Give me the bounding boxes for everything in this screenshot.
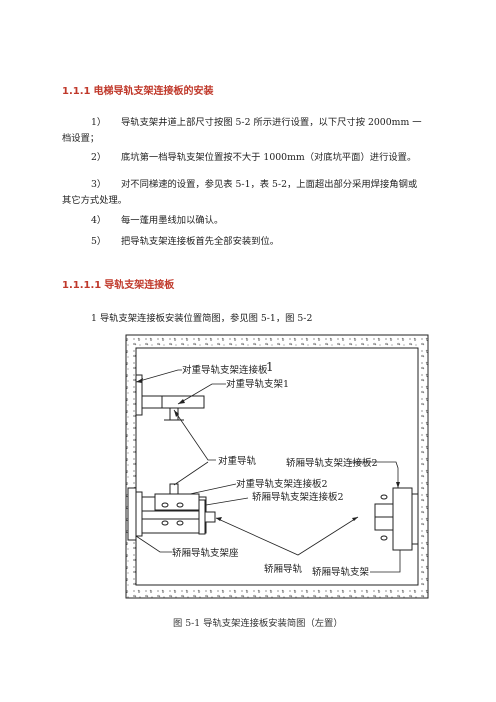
list-number: 3）: [91, 179, 107, 190]
label-car-rail: 轿厢导轨: [264, 563, 303, 575]
label-counterweight-bracket-1: 对重导轨支架1: [226, 378, 289, 390]
list-text: 档设置；: [62, 133, 100, 144]
list-item: 5） 把导轨支架连接板首先全部安装到位。: [91, 234, 279, 249]
list-number: 2）: [91, 152, 107, 163]
leader-arrows: [136, 378, 400, 521]
label-car-plate-2-right: 轿厢导轨支架连接板2: [286, 457, 378, 469]
list-item: 3） 对不同梯速的设置，参见表 5-1，表 5-2，上面超出部分采用焊接角钢或: [91, 177, 417, 192]
car-rail-bracket-left: [127, 483, 216, 541]
list-number: 1）: [91, 117, 107, 128]
list-text: 每一蓬用墨线加以确认。: [121, 215, 224, 226]
list-text: 导轨支架井道上部尺寸按图 5-2 所示进行设置，以下尺寸按 2000mm 一: [121, 117, 422, 128]
label-counterweight-plate-2: 对重导轨支架连接板2: [236, 478, 328, 490]
leader-lines: [135, 369, 401, 573]
car-rail-bracket-right: [374, 487, 419, 551]
list-text: 底坑第一档导轨支架位置按不大于 1000mm（对底坑平面）进行设置。: [121, 152, 417, 163]
list-item: 4） 每一蓬用墨线加以确认。: [91, 213, 223, 228]
intro-text: 1 导轨支架连接板安装位置简图，参见图 5-1，图 5-2: [91, 313, 313, 324]
list-item: 1） 导轨支架井道上部尺寸按图 5-2 所示进行设置，以下尺寸按 2000mm 一: [91, 115, 431, 130]
figure-caption: 图 5-1 导轨支架连接板安装简图（左置）: [173, 618, 343, 629]
heading-title: 导轨支架连接板: [104, 280, 175, 291]
heading-number: 1.1.1: [62, 86, 91, 97]
heading-number: 1.1.1.1: [62, 280, 102, 291]
list-number: 4）: [91, 215, 107, 226]
label-counterweight-rail: 对重导轨: [218, 455, 257, 467]
list-text: 其它方式处理。: [62, 195, 128, 206]
list-item: 2） 底坑第一档导轨支架位置按不大于 1000mm（对底坑平面）进行设置。: [91, 150, 416, 165]
label-counterweight-plate-1-number: 1: [266, 360, 274, 374]
label-counterweight-plate-1: 对重导轨支架连接板: [182, 364, 268, 376]
list-item-continuation: 其它方式处理。: [62, 193, 127, 208]
list-text: 对不同梯速的设置，参见表 5-1，表 5-2，上面超出部分采用焊接角钢或: [121, 179, 418, 190]
heading-title: 电梯导轨支架连接板的安装: [93, 86, 214, 97]
counterweight-bracket-top: [135, 374, 205, 421]
list-item-continuation: 档设置；: [62, 131, 99, 146]
label-car-bracket: 轿厢导轨支架: [312, 566, 370, 578]
label-car-bracket-seat: 轿厢导轨支架座: [172, 547, 239, 559]
label-car-plate-2-left: 轿厢导轨支架连接板2: [252, 491, 344, 503]
list-text: 把导轨支架连接板首先全部安装到位。: [121, 236, 280, 247]
list-number: 5）: [91, 236, 107, 247]
